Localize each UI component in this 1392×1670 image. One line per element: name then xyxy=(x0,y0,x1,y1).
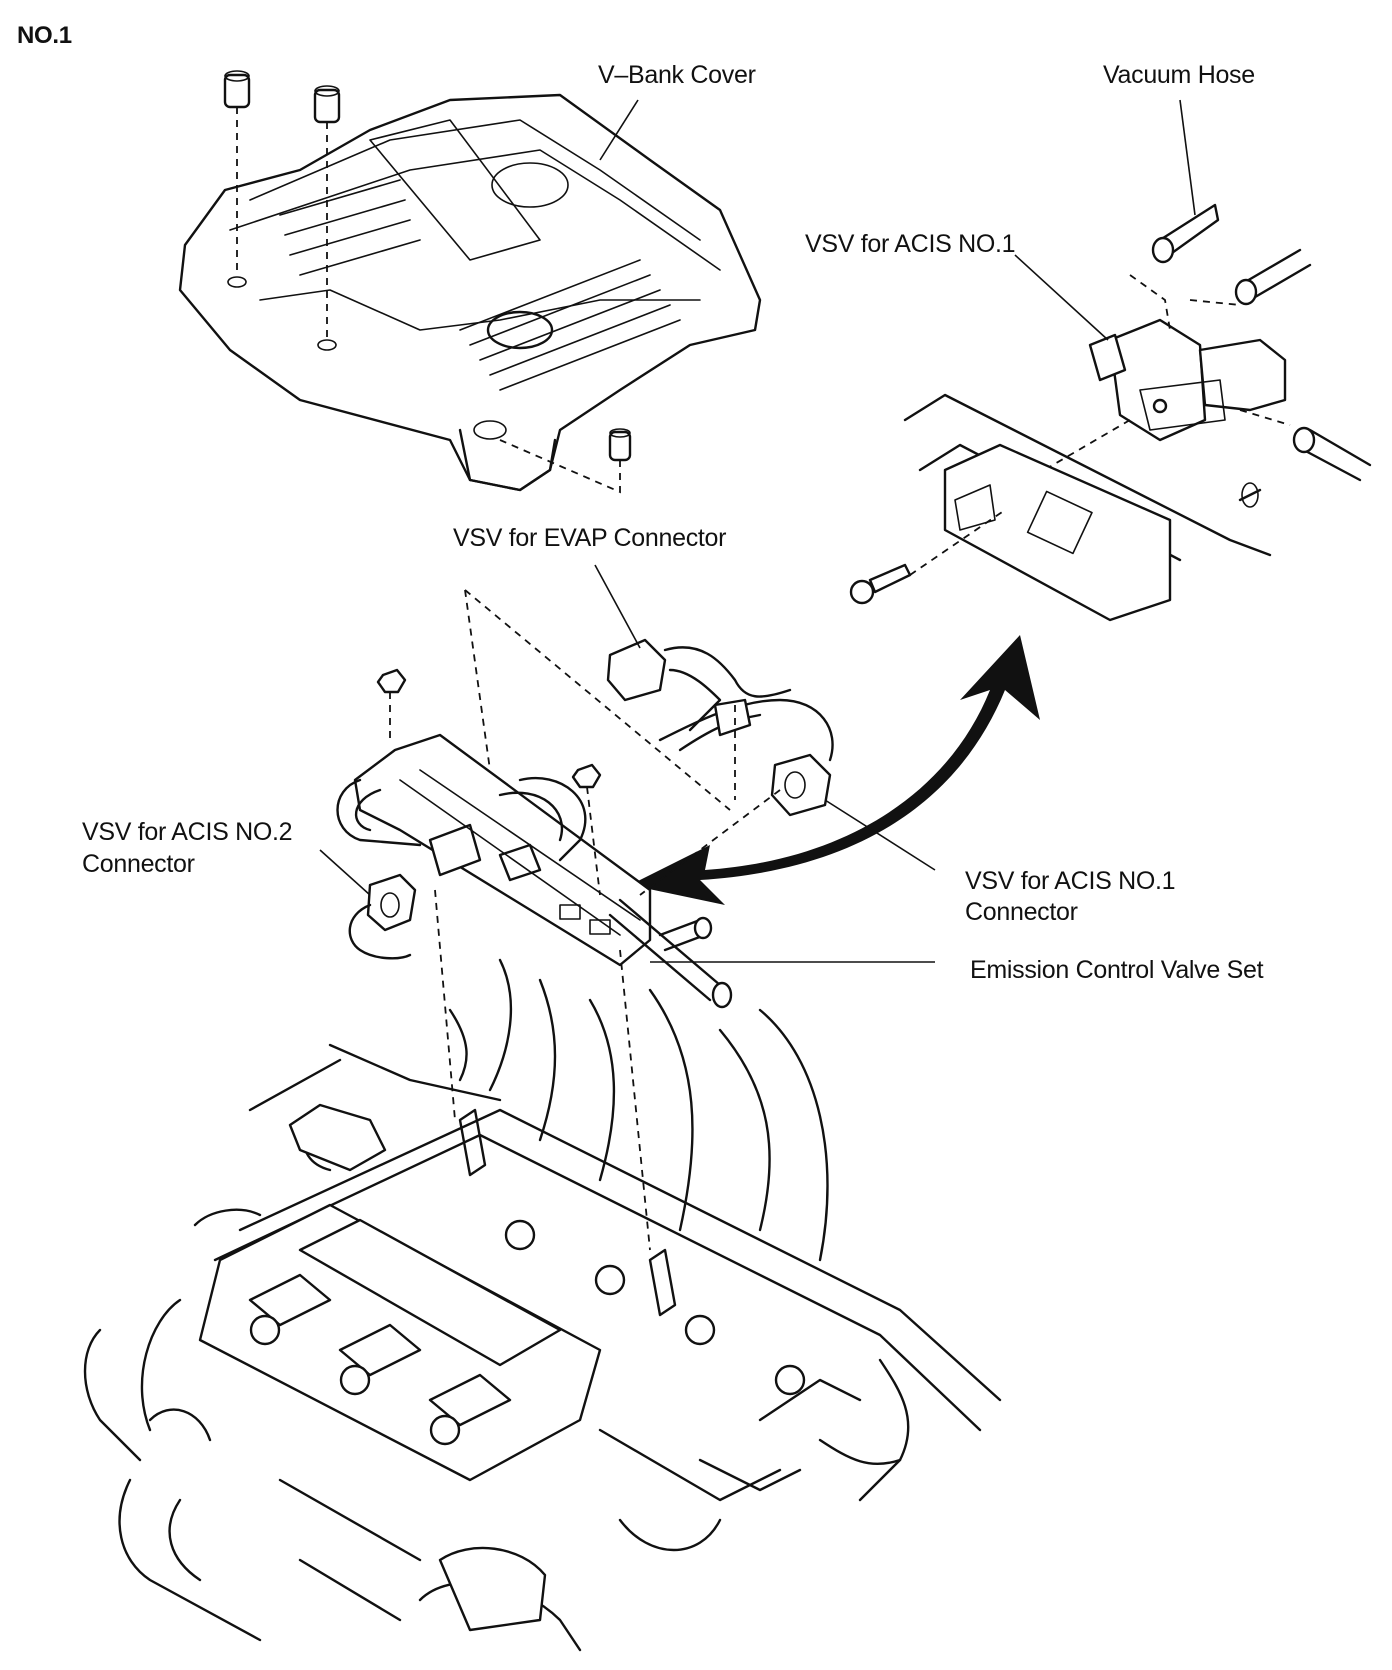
v-bank-cover-label: V–Bank Cover xyxy=(598,61,756,89)
installation-guide-lines xyxy=(389,589,781,1251)
emission-control-valve-set-label: Emission Control Valve Set xyxy=(970,956,1264,984)
vsv-acis-no1-connector-label-line1: VSV for ACIS NO.1 xyxy=(965,867,1176,895)
vsv-acis-no2-connector-label-line2: Connector xyxy=(82,850,195,878)
vsv-acis-no2-connector-label-line1: VSV for ACIS NO.2 xyxy=(82,818,293,846)
acis-no2-connector-part xyxy=(348,873,417,960)
emission-control-valve-set-part xyxy=(336,733,733,1009)
vsv-acis-no1-connector-label-line2: Connector xyxy=(965,898,1078,926)
nut-parts xyxy=(376,668,602,789)
v-bank-cover-part xyxy=(178,93,762,492)
vacuum-hose-part xyxy=(1151,203,1372,482)
acis-no1-connector-part xyxy=(770,753,832,817)
engine-part xyxy=(83,958,1002,1652)
installation-arrow xyxy=(630,635,1040,905)
evap-connector-part xyxy=(606,638,834,762)
vsv-acis-no1-label: VSV for ACIS NO.1 xyxy=(805,230,1016,258)
vsv-acis-no1-part xyxy=(1009,274,1291,491)
figure-number-label: NO.1 xyxy=(17,22,72,49)
grommet-parts xyxy=(223,70,632,494)
vacuum-hose-label: Vacuum Hose xyxy=(1103,61,1255,89)
vsv-evap-connector-label: VSV for EVAP Connector xyxy=(453,524,727,552)
intake-bracket-part xyxy=(849,393,1272,622)
label-leader-lines xyxy=(319,99,1196,963)
